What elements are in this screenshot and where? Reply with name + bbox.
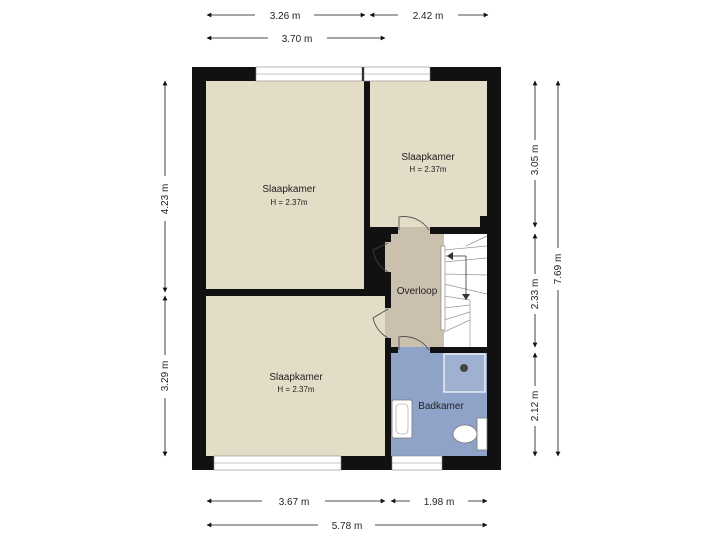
dimension-left-2: 3.29 m [160,295,171,457]
stair-arrow-icon [447,252,453,260]
dimension-top-1: 3.26 m [206,11,366,22]
door-swing-bedroom-small [398,216,430,231]
shower-drain-icon [460,364,468,372]
stair-handrail [440,245,446,331]
bedroom-small-notch [480,216,487,227]
bedroom-floor-small [370,81,487,227]
dimension-bottom-2: 1.98 m [390,497,488,508]
landing-floor [391,234,444,347]
room-label-bedroom-large: Slaapkamer [262,184,316,195]
dimension-label: 3.70 m [282,34,313,45]
stair-area [444,234,487,347]
dimension-right-4: 7.69 m [553,80,564,457]
dimension-label: 1.98 m [424,497,455,508]
room-label-bathroom: Badkamer [418,401,464,412]
dimension-right-2: 2.33 m [530,233,541,348]
dimension-label: 4.23 m [160,184,171,215]
shower-icon [443,353,486,393]
toilet-bowl-icon [452,424,478,444]
room-height-bedroom-large: H = 2.37m [270,198,307,207]
door-swing-bathroom [398,336,430,351]
dimension-label: 5.78 m [332,521,363,532]
dimension-left-1: 4.23 m [160,80,171,293]
room-height-bedroom-bottom: H = 2.37m [277,385,314,394]
dimension-right-3: 2.12 m [530,352,541,457]
dimension-label: 3.67 m [279,497,310,508]
door-swing-bedroom-bottom [372,308,389,339]
room-label-bedroom-small: Slaapkamer [401,152,455,163]
dimension-top-3: 3.70 m [206,34,386,45]
dimension-right-1: 3.05 m [530,80,541,228]
room-label-landing: Overloop [397,286,438,297]
dimension-label: 2.33 m [530,279,541,310]
dimension-label: 3.05 m [530,145,541,176]
dimension-bottom-3: 5.78 m [206,521,488,532]
dimension-bottom-1: 3.67 m [206,497,386,508]
bedroom-floor-bottom [206,296,385,456]
room-label-bedroom-bottom: Slaapkamer [269,372,323,383]
dimension-label: 7.69 m [553,254,564,285]
dimension-label: 3.29 m [160,361,171,392]
staircase [443,235,488,347]
dimension-label: 2.12 m [530,391,541,422]
dimension-top-2: 2.42 m [369,11,489,22]
dimension-label: 3.26 m [270,11,301,22]
toilet-tank-icon [476,417,488,451]
bedroom-floor-large [206,81,364,289]
dimension-label: 2.42 m [413,11,444,22]
room-height-bedroom-small: H = 2.37m [409,165,446,174]
door-swing-bedroom-large [372,242,389,273]
